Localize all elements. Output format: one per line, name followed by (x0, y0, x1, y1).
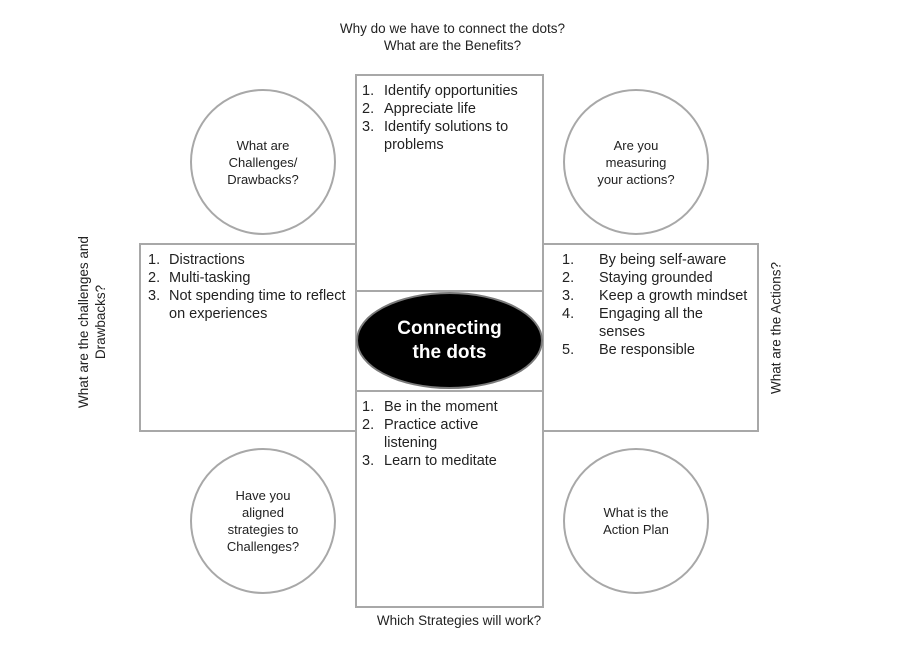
top-question-line-1: Why do we have to connect the dots? (339, 21, 566, 36)
actions-box: 1. By being self-aware 2. Staying grounded… (542, 243, 759, 432)
list-item: 1. Distractions (148, 251, 348, 269)
list-item: 3. Not spending time to reflect on experi… (148, 287, 348, 323)
list-item: 2. Multi-tasking (148, 269, 348, 287)
action-item: Engaging all the senses (599, 306, 703, 340)
challenges-box: 1. Distractions 2. Multi-tasking 3. Not spe… (139, 243, 358, 432)
actions-list: 1. By being self-aware 2. Staying grounded… (544, 245, 757, 359)
circle-text-line: Challenges? (226, 539, 300, 554)
challenges-list: 1. Distractions 2. Multi-tasking 3. Not spe… (141, 245, 356, 323)
circle-action-plan-text: What is the Action Plan (603, 504, 669, 538)
list-number: 3. (362, 119, 375, 135)
list-number: 2. (148, 270, 161, 286)
list-number: 1. (362, 83, 375, 99)
circle-text-line: Are you (613, 137, 659, 153)
center-title: Connecting the dots (397, 317, 502, 365)
list-item: 3. Keep a growth mindset (562, 287, 751, 305)
list-item: 3. Learn to meditate (362, 452, 534, 470)
list-number: 3. (362, 453, 375, 469)
action-item: Keep a growth mindset (599, 288, 748, 304)
top-question-label: Why do we have to connect the dots? What… (330, 20, 575, 54)
challenge-item: Multi-tasking (169, 270, 251, 286)
list-item: 2. Practice active listening (362, 416, 534, 452)
list-item: 1. By being self-aware (562, 251, 751, 269)
list-number: 2. (562, 270, 575, 286)
circle-text-line: What is the (603, 505, 669, 520)
list-item: 1. Be in the moment (362, 398, 534, 416)
circle-aligned-text: Have you aligned strategies to Challenge… (227, 487, 299, 555)
strategy-item: Practice active listening (384, 417, 479, 451)
challenge-item: Distractions (169, 252, 245, 268)
circle-challenges: What are Challenges/ Drawbacks? (190, 89, 336, 235)
top-question-line-2: What are the Benefits? (383, 38, 522, 53)
list-number: 1. (148, 252, 161, 268)
list-item: 2. Appreciate life (362, 100, 534, 118)
circle-text-line: What are (236, 137, 290, 153)
circle-aligned-strategies: Have you aligned strategies to Challenge… (190, 448, 336, 594)
action-item: Staying grounded (599, 270, 713, 286)
circle-text-line: your actions? (597, 171, 675, 187)
benefit-item: Identify solutions to problems (384, 119, 509, 153)
list-number: 3. (562, 288, 575, 304)
circle-text-line: Drawbacks? (227, 171, 299, 187)
strategy-item: Be in the moment (384, 399, 498, 415)
left-question-line-2: Drawbacks? (93, 284, 108, 360)
action-item: Be responsible (599, 342, 695, 358)
center-title-line-1: Connecting (397, 317, 502, 339)
list-item: 2. Staying grounded (562, 269, 751, 287)
strategy-item: Learn to meditate (384, 453, 497, 469)
challenge-item: Not spending time to reflect on experien… (169, 288, 346, 322)
strategies-list: 1. Be in the moment 2. Practice active lis… (357, 392, 542, 470)
center-title-line-2: the dots (412, 341, 487, 363)
left-question-label: What are the challenges and Drawbacks? (75, 222, 109, 422)
strategies-box: 1. Be in the moment 2. Practice active lis… (355, 390, 544, 608)
center-oval: Connecting the dots (356, 292, 543, 389)
list-number: 1. (562, 252, 575, 268)
bottom-question-label: Which Strategies will work? (376, 613, 542, 628)
right-question-label: What are the Actions? (768, 261, 784, 395)
benefits-list: 1. Identify opportunities 2. Appreciate li… (357, 76, 542, 154)
circle-text-line: strategies to (227, 522, 299, 537)
list-number: 2. (362, 101, 375, 117)
circle-text-line: Have you (235, 488, 291, 503)
circle-text-line: aligned (242, 505, 284, 520)
list-number: 3. (148, 288, 161, 304)
circle-action-plan: What is the Action Plan (563, 448, 709, 594)
circle-text-line: Action Plan (603, 522, 669, 537)
list-number: 2. (362, 417, 375, 433)
circle-challenges-text: What are Challenges/ Drawbacks? (227, 137, 299, 188)
list-item: 3. Identify solutions to problems (362, 118, 534, 154)
circle-measuring-text: Are you measuring your actions? (597, 137, 674, 188)
action-item: By being self-aware (599, 252, 727, 268)
circle-text-line: measuring (605, 154, 667, 170)
list-number: 1. (362, 399, 375, 415)
list-number: 4. (562, 306, 575, 322)
left-question-line-1: What are the challenges and (76, 236, 91, 408)
benefits-box: 1. Identify opportunities 2. Appreciate li… (355, 74, 544, 293)
list-item: 4. Engaging all the senses (562, 305, 751, 341)
benefit-item: Appreciate life (384, 101, 476, 117)
circle-text-line: Challenges/ (228, 154, 298, 170)
list-item: 5. Be responsible (562, 341, 751, 359)
list-number: 5. (562, 342, 575, 358)
benefit-item: Identify opportunities (384, 83, 518, 99)
list-item: 1. Identify opportunities (362, 82, 534, 100)
circle-measuring: Are you measuring your actions? (563, 89, 709, 235)
